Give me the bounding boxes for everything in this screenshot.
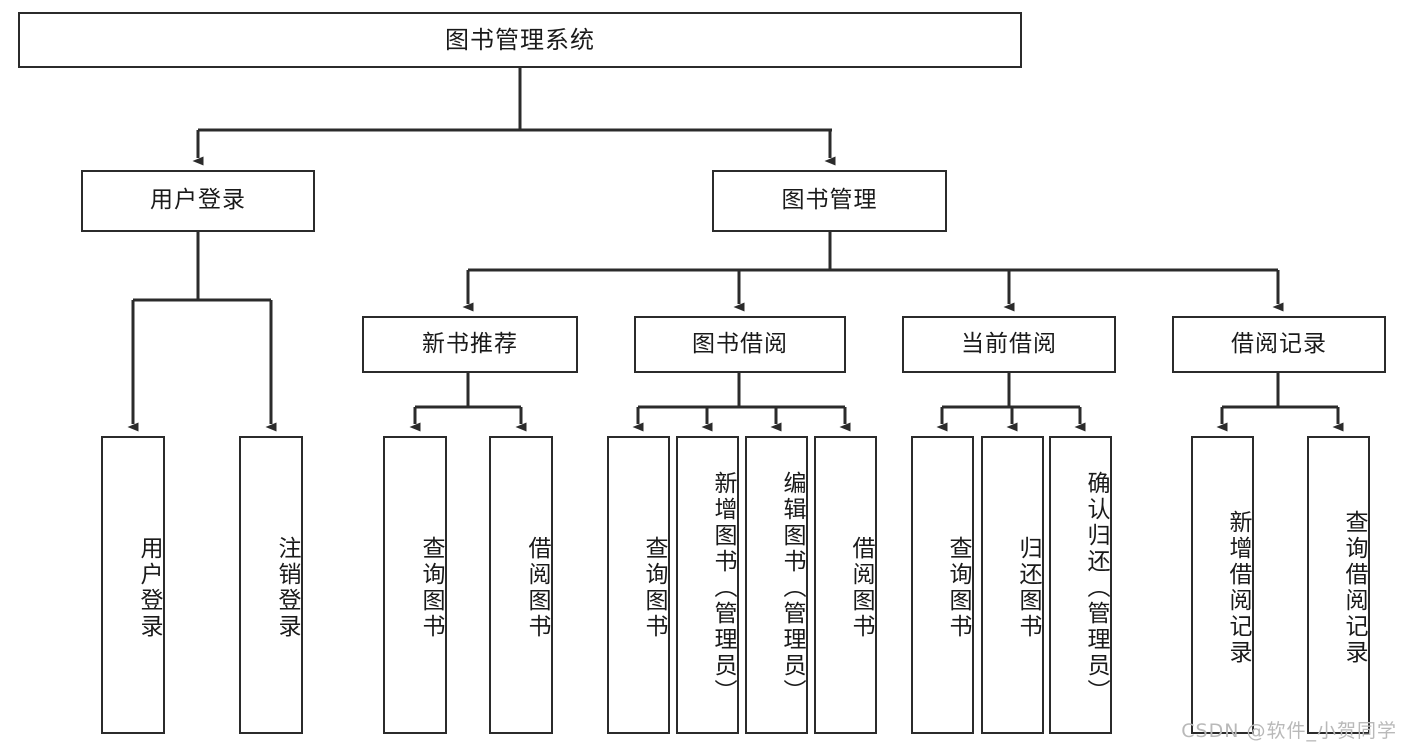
csdn-watermark: CSDN @软件_小贺同学: [1181, 720, 1397, 742]
leaf-borrow-books[interactable]: 借阅图书: [814, 436, 877, 734]
node-label: 当前借阅: [961, 330, 1057, 357]
node-user-login[interactable]: 用户登录: [81, 170, 315, 232]
node-label: 查询借阅记录: [1341, 510, 1367, 666]
node-label: 查询图书: [641, 536, 667, 640]
node-label: 用户登录: [136, 536, 162, 640]
node-label: 新增借阅记录: [1225, 510, 1251, 666]
node-label: 注销登录: [274, 536, 300, 640]
node-root-book-management-system[interactable]: 图书管理系统: [18, 12, 1022, 68]
node-label: 图书管理: [781, 187, 878, 214]
node-label: 确认归还（管理员）: [1083, 471, 1109, 705]
node-borrowing-records[interactable]: 借阅记录: [1172, 316, 1386, 373]
leaf-add-borrow-record[interactable]: 新增借阅记录: [1191, 436, 1254, 734]
leaf-query-borrow-record[interactable]: 查询借阅记录: [1307, 436, 1370, 734]
node-book-borrowing[interactable]: 图书借阅: [634, 316, 846, 373]
leaf-user-login[interactable]: 用户登录: [101, 436, 165, 734]
node-label: 借阅图书: [524, 536, 550, 640]
leaf-add-book-admin[interactable]: 新增图书（管理员）: [676, 436, 739, 734]
leaf-query-books-current[interactable]: 查询图书: [911, 436, 974, 734]
leaf-return-books[interactable]: 归还图书: [981, 436, 1044, 734]
leaf-borrow-books-new[interactable]: 借阅图书: [489, 436, 553, 734]
node-book-management[interactable]: 图书管理: [712, 170, 947, 232]
node-label: 查询图书: [418, 536, 444, 640]
node-label: 查询图书: [945, 536, 971, 640]
node-label: 借阅记录: [1231, 330, 1327, 357]
node-label: 图书借阅: [692, 330, 788, 357]
node-label: 图书管理系统: [445, 25, 595, 54]
node-current-borrowing[interactable]: 当前借阅: [902, 316, 1116, 373]
node-label: 借阅图书: [848, 536, 874, 640]
node-label: 新书推荐: [422, 330, 518, 357]
node-label: 编辑图书（管理员）: [779, 471, 805, 705]
node-label: 归还图书: [1015, 536, 1041, 640]
node-label: 用户登录: [150, 187, 246, 214]
node-label: 新增图书（管理员）: [710, 471, 736, 705]
leaf-edit-book-admin[interactable]: 编辑图书（管理员）: [745, 436, 808, 734]
leaf-logout[interactable]: 注销登录: [239, 436, 303, 734]
leaf-confirm-return-admin[interactable]: 确认归还（管理员）: [1049, 436, 1112, 734]
leaf-query-books-borrow[interactable]: 查询图书: [607, 436, 670, 734]
leaf-query-books-new[interactable]: 查询图书: [383, 436, 447, 734]
node-new-book-recommendation[interactable]: 新书推荐: [362, 316, 578, 373]
